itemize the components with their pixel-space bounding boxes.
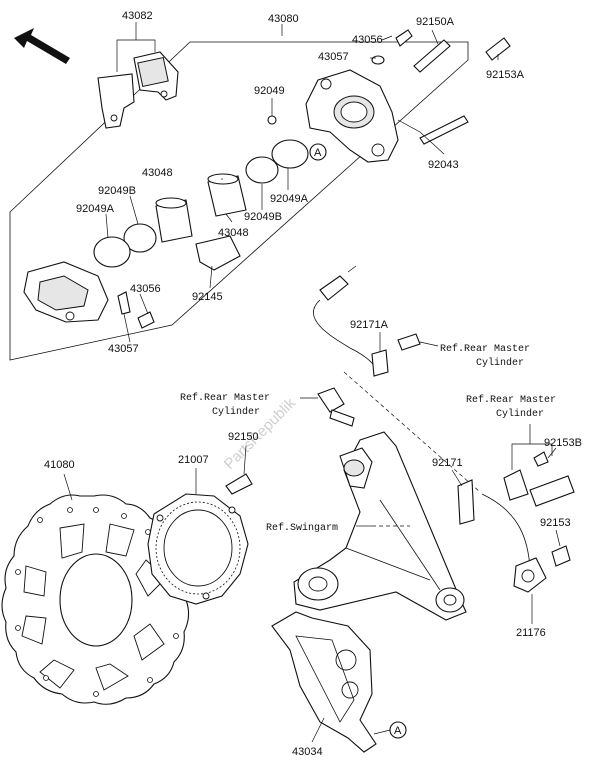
marker-a-top-label: A [314,147,322,159]
callout-43048-upper: 43048 [142,167,173,179]
callout-21176: 21176 [516,627,546,639]
bolt-92153 [551,545,571,567]
sensor-bracket [503,469,529,501]
front-direction-arrow-icon [14,28,70,64]
piston-43048-upper [207,173,247,217]
marker-a-bottom-label: A [394,725,402,737]
callout-43057-upper: 43057 [318,51,349,63]
callout-41080: 41080 [44,459,75,471]
caliper-mount-bracket [271,611,377,753]
bleed-valve-upper [395,29,413,47]
seal-92049A-upper [271,139,309,169]
abs-wheel-sensor [481,493,547,593]
ref-swingarm: Ref.Swingarm [266,522,338,534]
callout-92171A: 92171A [350,319,389,331]
hose-fitting [317,387,355,427]
callout-43056-upper: 43056 [352,34,383,46]
callout-92049B-left: 92049B [98,185,136,197]
callout-43034: 43034 [292,746,323,758]
pin-92043 [419,115,469,145]
ref-master-cylinder-right-line2: Cylinder [496,408,544,420]
bleed-valve-lower [137,311,155,329]
callout-92049A-right: 92049A [270,193,309,205]
brake-disc [1,494,190,705]
callout-92043: 92043 [428,159,459,171]
callout-92153A: 92153A [486,69,525,81]
bolt-92150A [413,39,451,73]
callout-43057-lower: 43057 [108,343,139,355]
abs-sensor [313,265,389,377]
callout-92153B: 92153B [544,437,582,449]
caliper-assembly-frame [9,41,469,361]
bolt-92153A [485,37,511,61]
o-ring-92049 [267,115,277,125]
marker-a-top [309,143,327,161]
callout-92153: 92153 [540,517,571,529]
clamp-92171 [457,479,475,525]
bleed-cap-upper [371,55,385,65]
callout-92150A: 92150A [416,16,455,28]
callout-92150: 92150 [228,431,259,443]
pad-spring-92145 [195,235,241,271]
brake-pads [97,51,179,129]
callout-92049B-right: 92049B [244,211,282,223]
bolt-92150 [225,473,253,495]
ref-master-cylinder-top-line2: Cylinder [476,357,524,369]
seal-92049B-upper [245,156,279,184]
abs-sensor-rotor [147,493,249,605]
banjo-bolt-92171A [397,333,421,351]
ref-master-cylinder-mid-line1: Ref.Rear Master [180,392,270,404]
caliper-body [23,261,109,323]
callout-92049A-left: 92049A [76,203,115,215]
seal-92049A-lower [93,236,131,268]
callout-43048-lower: 43048 [218,227,249,239]
piston-43048-lower [155,197,193,243]
bolt-92153B-small [533,451,549,467]
ref-master-cylinder-top-line1: Ref.Rear Master [440,343,530,355]
callout-43080: 43080 [268,13,299,25]
callout-43056-lower: 43056 [130,283,161,295]
callout-43082: 43082 [122,10,153,22]
ref-master-cylinder-right-line1: Ref.Rear Master [466,394,556,406]
seal-92049B-lower [123,223,157,253]
callout-21007: 21007 [178,454,209,466]
caliper-bracket [305,69,399,163]
callout-92145: 92145 [192,291,223,303]
callout-92049: 92049 [254,85,285,97]
callout-92171: 92171 [432,457,463,469]
bleed-cap-lower [117,291,131,315]
bolt-92153B [529,475,575,507]
ref-master-cylinder-mid-line2: Cylinder [212,406,260,418]
